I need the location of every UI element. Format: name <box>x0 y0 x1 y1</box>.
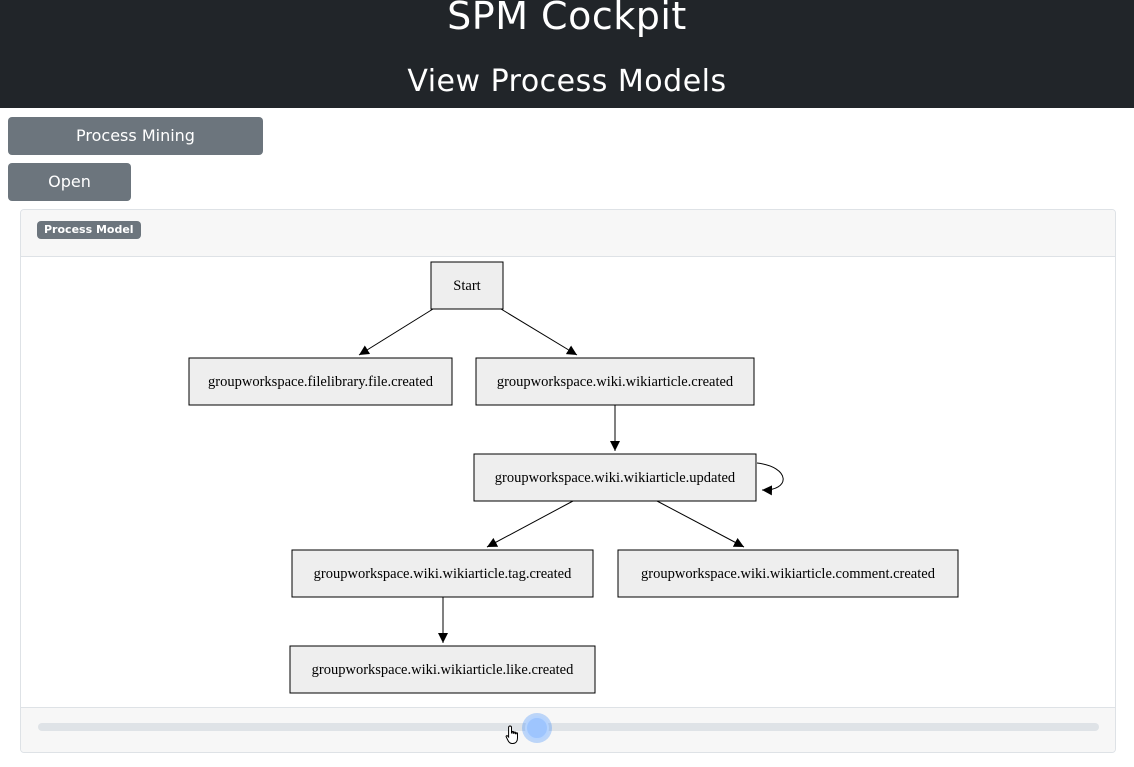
card-footer <box>21 707 1115 752</box>
process-model-graph: Start groupworkspace.filelibrary.file.cr… <box>21 257 1115 707</box>
edge-article-updated-self-loop <box>756 462 784 496</box>
edge-start-article-created <box>500 308 578 356</box>
open-search-button[interactable]: Open Search <box>8 163 131 229</box>
node-start-label: Start <box>453 278 480 294</box>
process-model-card: Process Model Start group <box>20 209 1116 753</box>
node-comment-created[interactable]: groupworkspace.wiki.wikiarticle.comment.… <box>617 549 959 598</box>
page-title: View Process Models <box>407 64 727 99</box>
slider-track[interactable] <box>38 723 1099 731</box>
node-file-created[interactable]: groupworkspace.filelibrary.file.created <box>188 357 453 406</box>
process-model-badge: Process Model <box>37 221 141 239</box>
process-mining-configuration-button[interactable]: Process Mining Configuration <box>8 117 263 183</box>
hand-cursor-icon <box>505 725 518 744</box>
node-tag-created[interactable]: groupworkspace.wiki.wikiarticle.tag.crea… <box>291 549 594 598</box>
node-article-updated[interactable]: groupworkspace.wiki.wikiarticle.updated <box>473 453 757 502</box>
node-like-created[interactable]: groupworkspace.wiki.wikiarticle.like.cre… <box>289 645 596 694</box>
edge-start-file-created <box>358 308 434 356</box>
node-like-created-label: groupworkspace.wiki.wikiarticle.like.cre… <box>312 662 574 678</box>
edge-updated-comment-created <box>656 500 745 548</box>
node-file-created-label: groupworkspace.filelibrary.file.created <box>208 374 434 390</box>
app-header: SPM Cockpit View Process Models <box>0 0 1134 108</box>
node-start[interactable]: Start <box>430 261 504 310</box>
card-header: Process Model <box>21 210 1115 257</box>
node-comment-created-label: groupworkspace.wiki.wikiarticle.comment.… <box>641 566 936 582</box>
slider-thumb[interactable] <box>524 716 549 740</box>
edge-updated-tag-created <box>486 500 574 548</box>
node-article-created-label: groupworkspace.wiki.wikiarticle.created <box>497 374 734 390</box>
process-graph-svg: Start groupworkspace.filelibrary.file.cr… <box>188 261 959 694</box>
app-title: SPM Cockpit <box>447 0 687 38</box>
node-article-created[interactable]: groupworkspace.wiki.wikiarticle.created <box>475 357 755 406</box>
node-article-updated-label: groupworkspace.wiki.wikiarticle.updated <box>495 470 736 486</box>
node-tag-created-label: groupworkspace.wiki.wikiarticle.tag.crea… <box>314 566 572 582</box>
